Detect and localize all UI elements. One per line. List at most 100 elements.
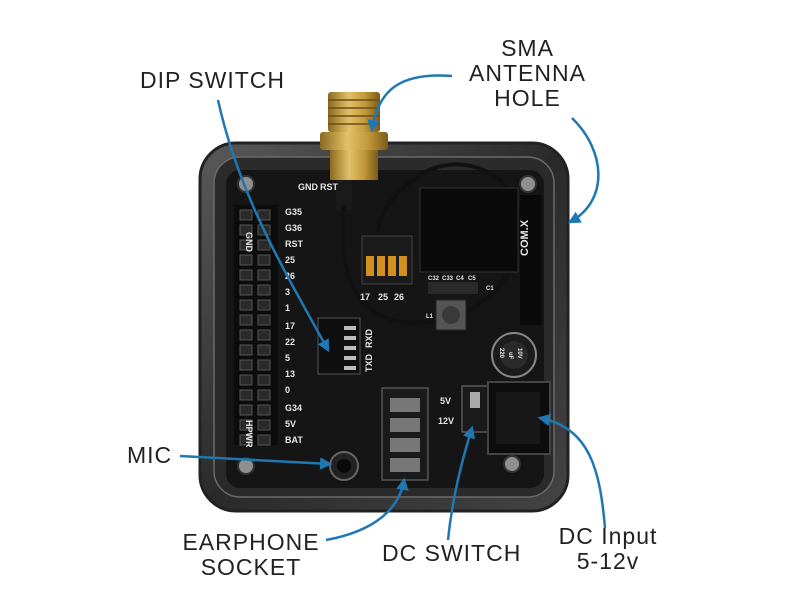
header-pin	[257, 239, 271, 251]
header-pin	[257, 404, 271, 416]
bottom-pin-17: 17	[360, 292, 370, 302]
arrow-dip-switch	[216, 99, 330, 353]
pin-label-5: 5	[285, 353, 290, 363]
callout-earphone-socket: EARPHONE SOCKET	[176, 530, 326, 580]
comp-c1: C1	[486, 286, 494, 292]
header-pin	[257, 254, 271, 266]
voltage-label-5v: 5V	[440, 396, 451, 406]
header-pin	[239, 389, 253, 401]
serial-label-rxd: RXD	[364, 328, 374, 348]
header-pin	[257, 269, 271, 281]
side-label-hpwr: HPWR	[244, 420, 254, 448]
pin-label-26: 26	[285, 271, 295, 281]
arrow-sma	[367, 74, 453, 133]
pin-label-g36: G36	[285, 223, 302, 233]
capacitor-label-10v: 10V	[516, 348, 522, 359]
header-pin	[257, 434, 271, 446]
capacitor-label-uf: uF	[507, 352, 513, 360]
left-pin-header	[234, 205, 278, 446]
callout-earphone-line2: SOCKET	[200, 554, 302, 580]
header-pin	[257, 359, 271, 371]
bottom-pin-26: 26	[394, 292, 404, 302]
header-pin	[257, 284, 271, 296]
dip-switch	[361, 235, 413, 285]
pin-label-13: 13	[285, 369, 295, 379]
header-pin	[239, 299, 253, 311]
antenna-cable	[340, 162, 523, 325]
pin-label-17: 17	[285, 321, 295, 331]
callout-dc-switch: DC SWITCH	[382, 541, 521, 566]
callout-arrows	[179, 74, 607, 542]
top-pin-gnd: GND	[298, 182, 319, 192]
brand-label: COM.X	[519, 219, 531, 256]
arrow-dc-switch	[446, 425, 475, 541]
header-pin	[257, 314, 271, 326]
comp-c5: C5	[468, 276, 476, 282]
pin-label-0: 0	[285, 385, 290, 395]
header-pin	[257, 344, 271, 356]
serial-label-txd: TXD	[364, 353, 374, 372]
header-pin	[239, 359, 253, 371]
pin-label-3: 3	[285, 287, 290, 297]
header-pin	[257, 374, 271, 386]
bottom-pin-25: 25	[378, 292, 388, 302]
pin-label-g34: G34	[285, 403, 302, 413]
header-pin	[239, 434, 253, 446]
voltage-label-12v: 12V	[438, 416, 454, 426]
header-pin	[239, 419, 253, 431]
arrow-earphone	[325, 477, 409, 542]
power-components	[428, 282, 537, 378]
callout-dc-input-line1: DC Input	[558, 523, 658, 549]
comp-l1: L1	[426, 314, 434, 320]
dc-switch	[461, 385, 489, 433]
header-pin	[257, 299, 271, 311]
header-pin	[239, 209, 253, 221]
arrow-sma-hole	[567, 117, 600, 224]
header-pin	[257, 329, 271, 341]
top-pin-rst: RST	[320, 182, 339, 192]
header-pin	[239, 224, 253, 236]
microphone	[329, 451, 359, 481]
header-pin	[239, 374, 253, 386]
pin-label-5v: 5V	[285, 419, 296, 429]
header-pin	[239, 239, 253, 251]
callout-mic-text: MIC	[127, 442, 173, 468]
callout-dip-switch-text: DIP SWITCH	[140, 67, 286, 93]
callout-sma-line2: ANTENNA	[469, 60, 586, 86]
callout-dc-input: DC Input 5-12v	[548, 524, 668, 574]
pin-label-22: 22	[285, 337, 295, 347]
wireless-module	[419, 187, 542, 325]
callout-dip-switch: DIP SWITCH	[140, 68, 285, 93]
pin-label-25: 25	[285, 255, 295, 265]
pin-label-bat: BAT	[285, 435, 303, 445]
callout-sma-line1: SMA	[501, 35, 554, 61]
comp-c4: C4	[456, 276, 464, 282]
side-label-gnd: GND	[244, 232, 254, 253]
earphone-socket	[381, 387, 429, 481]
callout-sma-antenna-hole: SMA ANTENNA HOLE	[460, 36, 595, 111]
header-pin	[239, 329, 253, 341]
header-pin	[257, 389, 271, 401]
header-pin	[239, 404, 253, 416]
header-pin	[239, 344, 253, 356]
capacitor-label-220: 220	[498, 348, 504, 359]
header-pin	[239, 269, 253, 281]
pin-label-g35: G35	[285, 207, 302, 217]
callout-dc-switch-text: DC SWITCH	[382, 540, 522, 566]
header-pin	[257, 419, 271, 431]
header-pin	[239, 314, 253, 326]
pin-label-rst: RST	[285, 239, 304, 249]
callout-dc-input-line2: 5-12v	[576, 548, 640, 574]
callout-mic: MIC	[127, 443, 172, 468]
comp-c32: C32	[428, 276, 440, 282]
sma-connector	[320, 92, 388, 210]
comp-c33: C33	[442, 276, 454, 282]
pin-label-1: 1	[285, 303, 290, 313]
callout-earphone-line1: EARPHONE	[182, 529, 320, 555]
header-pin	[239, 284, 253, 296]
arrow-dc-input	[537, 413, 607, 529]
arrow-mic	[179, 454, 333, 470]
header-pin	[239, 254, 253, 266]
serial-switch	[317, 317, 361, 375]
